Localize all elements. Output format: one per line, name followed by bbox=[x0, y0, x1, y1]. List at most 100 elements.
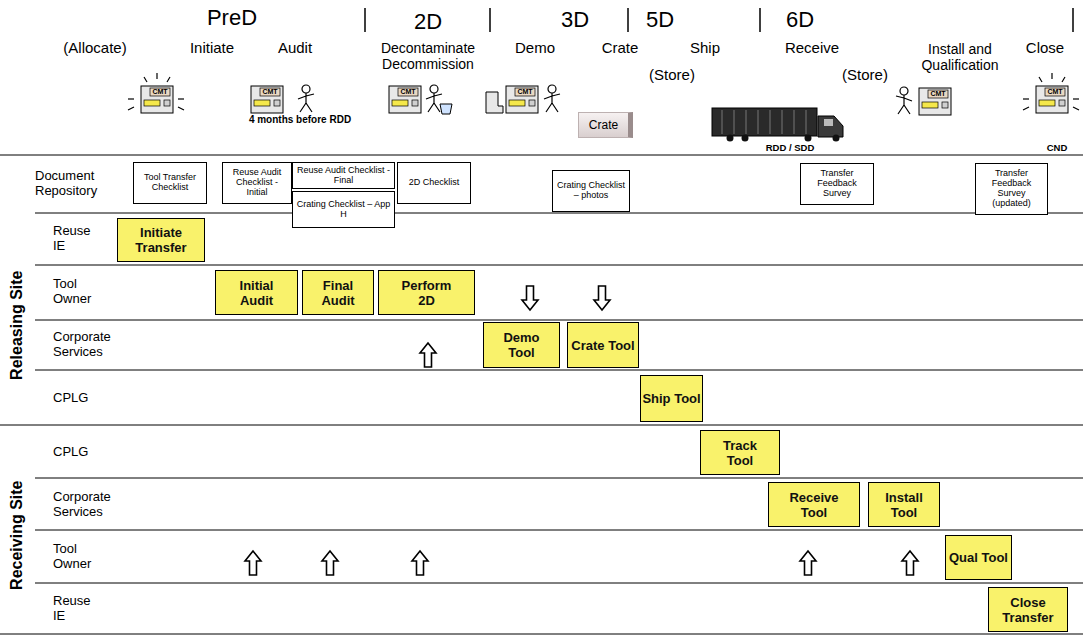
task-box: Perform 2D bbox=[378, 270, 475, 315]
ray bbox=[1062, 77, 1065, 82]
phase-step: Ship bbox=[690, 39, 720, 56]
phase-divider bbox=[759, 8, 761, 32]
phase-step: (Store) bbox=[842, 66, 888, 83]
hollow-arrow-up bbox=[420, 343, 436, 367]
hollow-arrow-up bbox=[245, 551, 261, 575]
tool-icon bbox=[1036, 86, 1068, 113]
ray bbox=[156, 73, 157, 79]
person-figure bbox=[544, 85, 560, 112]
milestone-note: RDD / SDD bbox=[766, 143, 815, 154]
task-label: Initial Audit bbox=[225, 278, 289, 308]
lane-line bbox=[35, 530, 1083, 531]
document-box: Reuse Audit Checklist - Initial bbox=[222, 162, 292, 204]
task-label: Install Tool bbox=[872, 490, 936, 520]
hollow-arrow-down bbox=[522, 286, 538, 310]
person-figure bbox=[426, 85, 442, 112]
lane-line bbox=[0, 425, 1083, 426]
lane-line bbox=[35, 478, 1083, 479]
task-label: Ship Tool bbox=[642, 391, 700, 406]
tool-tag: CMT bbox=[1047, 88, 1062, 96]
task-label: Demo Tool bbox=[490, 330, 554, 360]
phase-code: 5D bbox=[646, 7, 674, 32]
lane-label: Tool Owner bbox=[53, 542, 113, 572]
bucket bbox=[440, 104, 452, 114]
lane-label: CPLG bbox=[53, 445, 88, 460]
ray bbox=[144, 77, 147, 82]
person-figure bbox=[896, 87, 912, 114]
tool-tag: CMT bbox=[400, 88, 415, 96]
phase-code: 6D bbox=[786, 7, 814, 32]
task-label: Track Tool bbox=[708, 438, 772, 468]
wheel bbox=[727, 135, 734, 142]
wheel bbox=[833, 135, 840, 142]
crate-label: Crate bbox=[589, 118, 618, 132]
task-label: Final Audit bbox=[306, 278, 370, 308]
document-title: Crating Checklist – App H bbox=[296, 200, 391, 220]
phase-divider bbox=[489, 8, 491, 32]
milestone-note: 4 months before RDD bbox=[249, 114, 351, 126]
lane-label: Reuse IE bbox=[53, 594, 98, 624]
phase-step: Initiate bbox=[190, 39, 234, 56]
document-box: 2D Checklist bbox=[397, 162, 471, 204]
phase-code: PreD bbox=[207, 5, 257, 30]
lane-line bbox=[35, 213, 1083, 214]
phase-step: Audit bbox=[278, 39, 312, 56]
ray bbox=[1023, 107, 1029, 110]
tool-tag: CMT bbox=[517, 88, 532, 96]
document-title: Transfer Feedback Survey (updated) bbox=[979, 169, 1044, 209]
ray bbox=[1073, 107, 1079, 110]
task-box: Install Tool bbox=[868, 482, 940, 527]
site-label: Releasing Site bbox=[9, 270, 27, 379]
ray bbox=[178, 107, 184, 110]
tool-icon bbox=[919, 88, 951, 115]
phase-step: Receive bbox=[785, 39, 839, 56]
task-box: Qual Tool bbox=[945, 535, 1012, 580]
ray bbox=[167, 77, 170, 82]
lane-label: Document Repository bbox=[35, 169, 125, 199]
task-label: Receive Tool bbox=[782, 490, 846, 520]
lane-line bbox=[35, 370, 1083, 371]
lane-line bbox=[0, 155, 1083, 156]
ray bbox=[1023, 98, 1029, 99]
ray bbox=[128, 107, 134, 110]
document-box: Reuse Audit Checklist - Final bbox=[292, 162, 395, 189]
phase-step: (Store) bbox=[649, 66, 695, 83]
task-label: Perform 2D bbox=[395, 278, 459, 308]
task-box: Close Transfer bbox=[988, 587, 1068, 632]
task-box: Initiate Transfer bbox=[117, 218, 205, 262]
document-title: Transfer Feedback Survey bbox=[804, 169, 870, 199]
tool-icon bbox=[251, 86, 283, 113]
wheel bbox=[805, 135, 812, 142]
lane-line bbox=[0, 634, 1083, 635]
task-box: Crate Tool bbox=[567, 322, 639, 368]
document-box: Tool Transfer Checklist bbox=[133, 162, 207, 204]
hollow-arrow-up bbox=[902, 551, 918, 575]
truck bbox=[712, 108, 843, 142]
cab bbox=[818, 116, 843, 137]
lane-label: CPLG bbox=[53, 391, 88, 406]
ray bbox=[178, 98, 184, 99]
task-label: Qual Tool bbox=[949, 550, 1008, 565]
document-title: Reuse Audit Checklist - Final bbox=[296, 166, 391, 186]
tool-icon bbox=[389, 86, 421, 113]
trailer-ribs bbox=[722, 110, 806, 134]
document-title: Reuse Audit Checklist - Initial bbox=[226, 168, 288, 198]
hollow-arrow-up bbox=[412, 551, 428, 575]
lane-lines bbox=[0, 155, 1083, 634]
lane-label: Corporate Services bbox=[53, 490, 153, 520]
cart bbox=[486, 92, 503, 113]
phase-step: Install and Qualification bbox=[905, 41, 1015, 73]
tool-icon bbox=[141, 86, 173, 113]
lane-label: Reuse IE bbox=[53, 224, 98, 254]
tool-tag: CMT bbox=[930, 90, 945, 98]
ray bbox=[128, 98, 134, 99]
task-box: Track Tool bbox=[700, 430, 780, 475]
person-figure bbox=[298, 85, 314, 112]
crate-box: Crate bbox=[578, 112, 633, 138]
tool-tag: CMT bbox=[152, 88, 167, 96]
phase-divider bbox=[364, 8, 366, 32]
phase-divider bbox=[1072, 8, 1074, 32]
cab-window bbox=[824, 119, 833, 126]
